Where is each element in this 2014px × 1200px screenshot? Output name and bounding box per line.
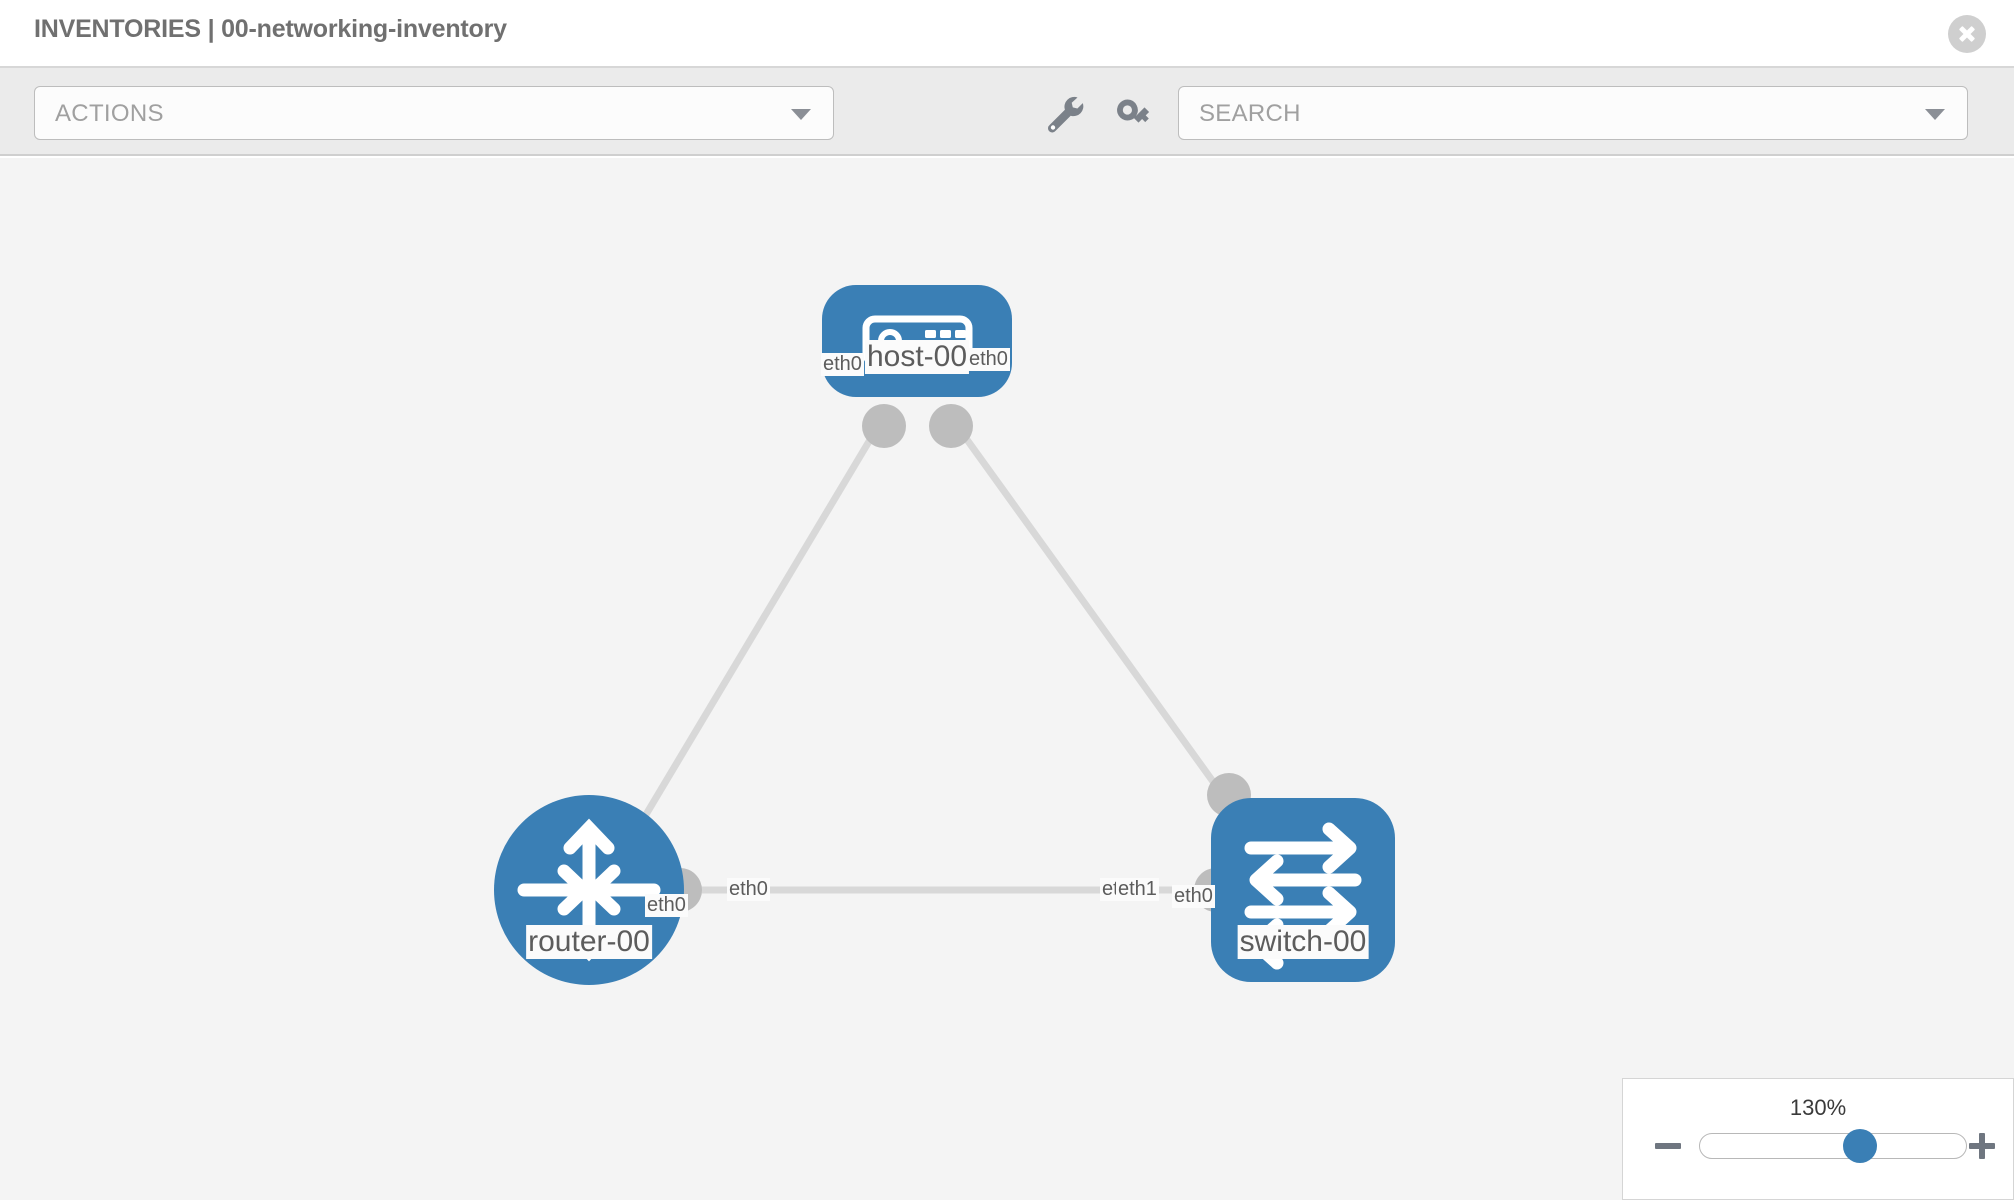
node-label-router: router-00 (526, 925, 652, 959)
iface-label-host-left: eth0 (821, 353, 864, 376)
search-placeholder: SEARCH (1199, 100, 1301, 127)
page-header: INVENTORIES | 00-networking-inventory (0, 0, 2014, 68)
iface-label-router-mid: eth0 (727, 878, 770, 901)
iface-label-router-up: eth0 (645, 894, 688, 917)
iface-label-switch-up: eth0 (1172, 885, 1215, 908)
interface-stubs (658, 404, 1251, 912)
iface-label-switch-mid-b: eth1 (1116, 878, 1159, 901)
zoom-slider[interactable] (1699, 1129, 1967, 1163)
chevron-down-icon (1925, 109, 1945, 120)
minus-icon[interactable] (1653, 1131, 1683, 1161)
topology-graph (494, 285, 1395, 985)
actions-dropdown[interactable]: ACTIONS (34, 86, 834, 140)
link-edges (616, 420, 1271, 894)
iface-label-host-right: eth0 (967, 348, 1010, 371)
zoom-percent-label: 130% (1789, 1095, 1847, 1120)
stub-host-eth0-right[interactable] (929, 404, 973, 448)
wrench-icon[interactable] (1036, 86, 1090, 140)
link-host-router[interactable] (616, 421, 884, 860)
key-icon[interactable] (1105, 86, 1159, 140)
search-input[interactable]: SEARCH (1178, 86, 1968, 140)
plus-icon[interactable] (1967, 1131, 1997, 1161)
close-icon[interactable] (1948, 15, 1986, 53)
chevron-down-icon (791, 109, 811, 120)
topology-canvas[interactable]: host-00 router-00 switch-00 eth0 eth0 et… (0, 158, 2014, 1200)
zoom-control: 130% (1622, 1078, 2014, 1200)
page-title: INVENTORIES | 00-networking-inventory (34, 15, 507, 43)
stub-host-eth0-left[interactable] (862, 404, 906, 448)
node-label-host: host-00 (864, 340, 970, 374)
actions-dropdown-label: ACTIONS (55, 100, 164, 127)
zoom-slider-thumb[interactable] (1842, 1129, 1877, 1163)
node-label-switch: switch-00 (1237, 925, 1369, 959)
